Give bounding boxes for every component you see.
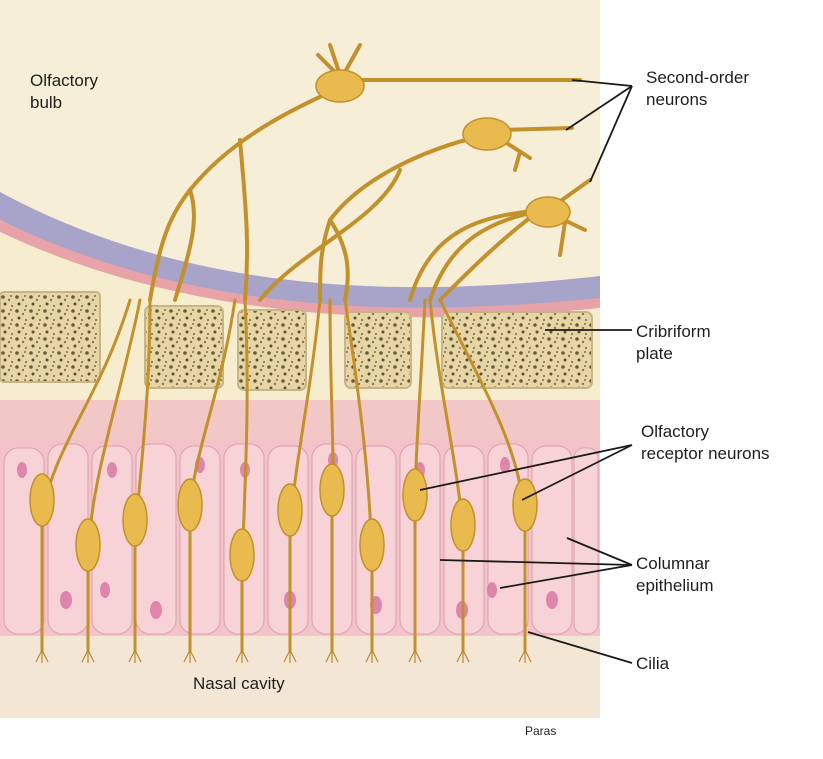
epithelium-leader <box>439 537 633 589</box>
cilia-label: Cilia <box>636 654 670 673</box>
artist-credit: Paras <box>525 724 557 738</box>
columnar-epithelium-label-line2: epithelium <box>636 576 714 595</box>
second-order-neurons-label-line1: Second-order <box>646 68 750 87</box>
olfactory-bulb-label-line2: bulb <box>30 93 63 112</box>
receptor-leader <box>419 444 633 501</box>
second-order-leader <box>565 79 633 183</box>
nasal-cavity-label: Nasal cavity <box>193 674 285 693</box>
cribriform-plate-label: Cribriform plate <box>636 321 711 365</box>
second-order-neurons-label-line2: neurons <box>646 90 708 109</box>
olfactory-receptor-neurons-label: Olfactory receptor neurons <box>641 421 770 465</box>
cilia <box>35 649 532 663</box>
olfactory-bulb-region <box>0 0 600 291</box>
receptor-neuron-bodies <box>29 463 538 582</box>
second-order-neuron-bodies <box>315 69 571 228</box>
olfactory-bulb-label: Olfactory bulb <box>30 70 98 114</box>
nasal-cavity-region <box>0 636 600 718</box>
dura-pink-layer <box>0 220 600 320</box>
second-order-neurons-label: Second-order neurons <box>646 67 749 111</box>
olfactory-receptor-neurons-label-line2: receptor neurons <box>641 444 770 463</box>
cilia-leader <box>527 631 633 664</box>
cribriform-plate-label-line1: Cribriform <box>636 322 711 341</box>
columnar-epithelium-label: Columnar epithelium <box>636 553 714 597</box>
leader-lines <box>419 79 633 664</box>
columnar-epithelium-label-line1: Columnar <box>636 554 710 573</box>
olfactory-bulb-label-line1: Olfactory <box>30 71 99 90</box>
dura-purple-layer <box>0 192 600 310</box>
cribriform-plate-label-line2: plate <box>636 344 673 363</box>
second-order-neurons <box>148 43 592 302</box>
olfactory-receptor-neurons-label-line1: Olfactory <box>641 422 710 441</box>
